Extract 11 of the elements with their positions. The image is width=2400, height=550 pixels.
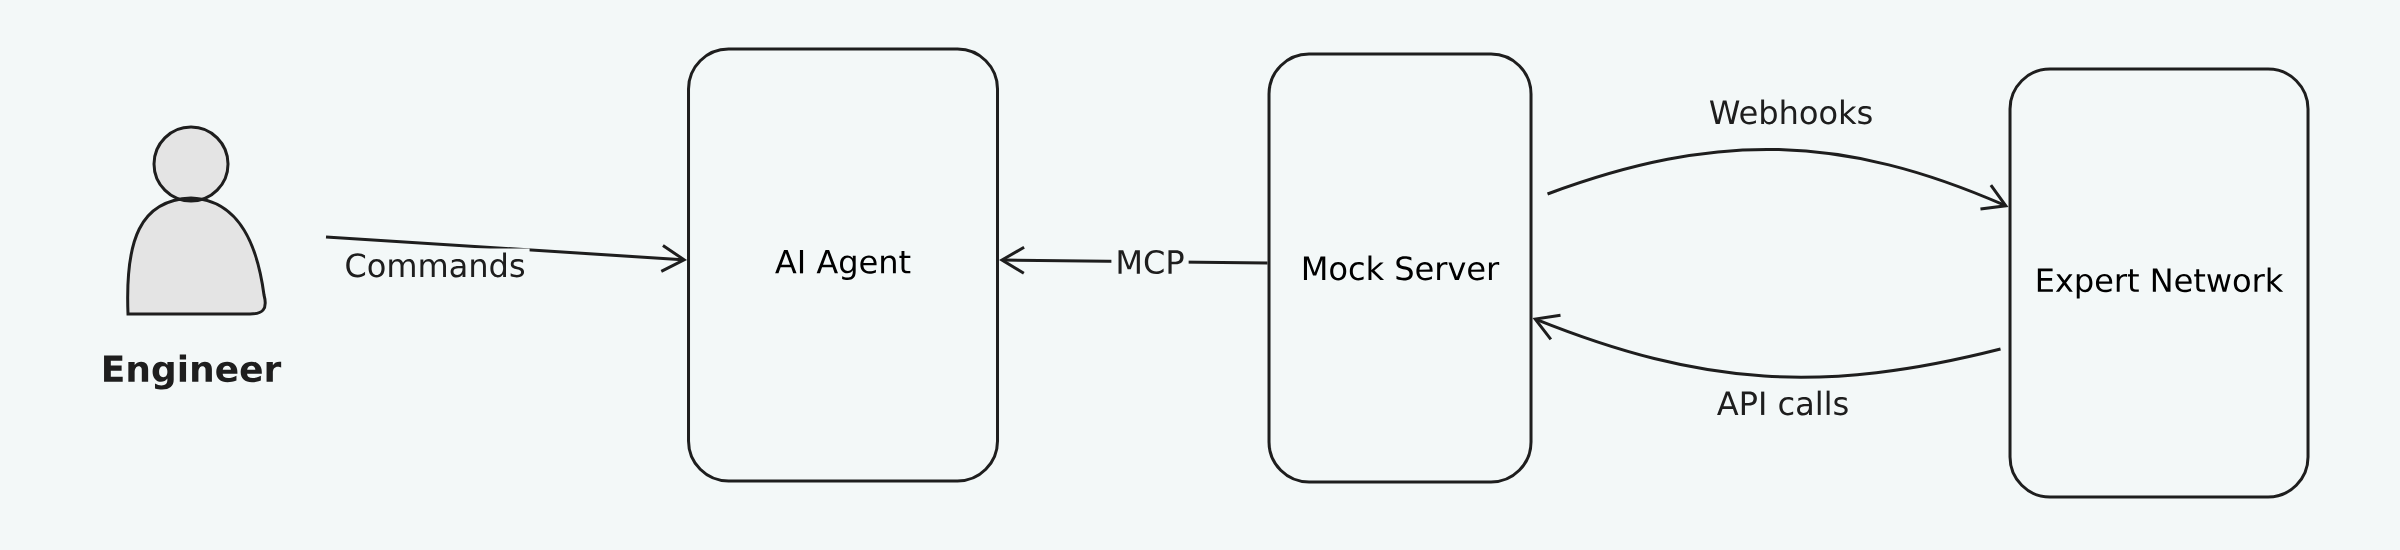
edge-label: MCP — [1118, 249, 1184, 275]
person-label: Engineer — [104, 354, 282, 390]
arrow — [325, 235, 687, 273]
arrow — [1547, 148, 2009, 211]
edge-label: Webhooks — [1709, 99, 1872, 125]
process-box: AI Agent — [687, 47, 999, 483]
process-box: Mock Server — [1267, 52, 1533, 484]
process-box: Expert Network — [2008, 67, 2310, 499]
edge-label: API calls — [1717, 390, 1848, 416]
arrow — [1532, 313, 2001, 379]
edge-label: Commands — [346, 252, 524, 278]
